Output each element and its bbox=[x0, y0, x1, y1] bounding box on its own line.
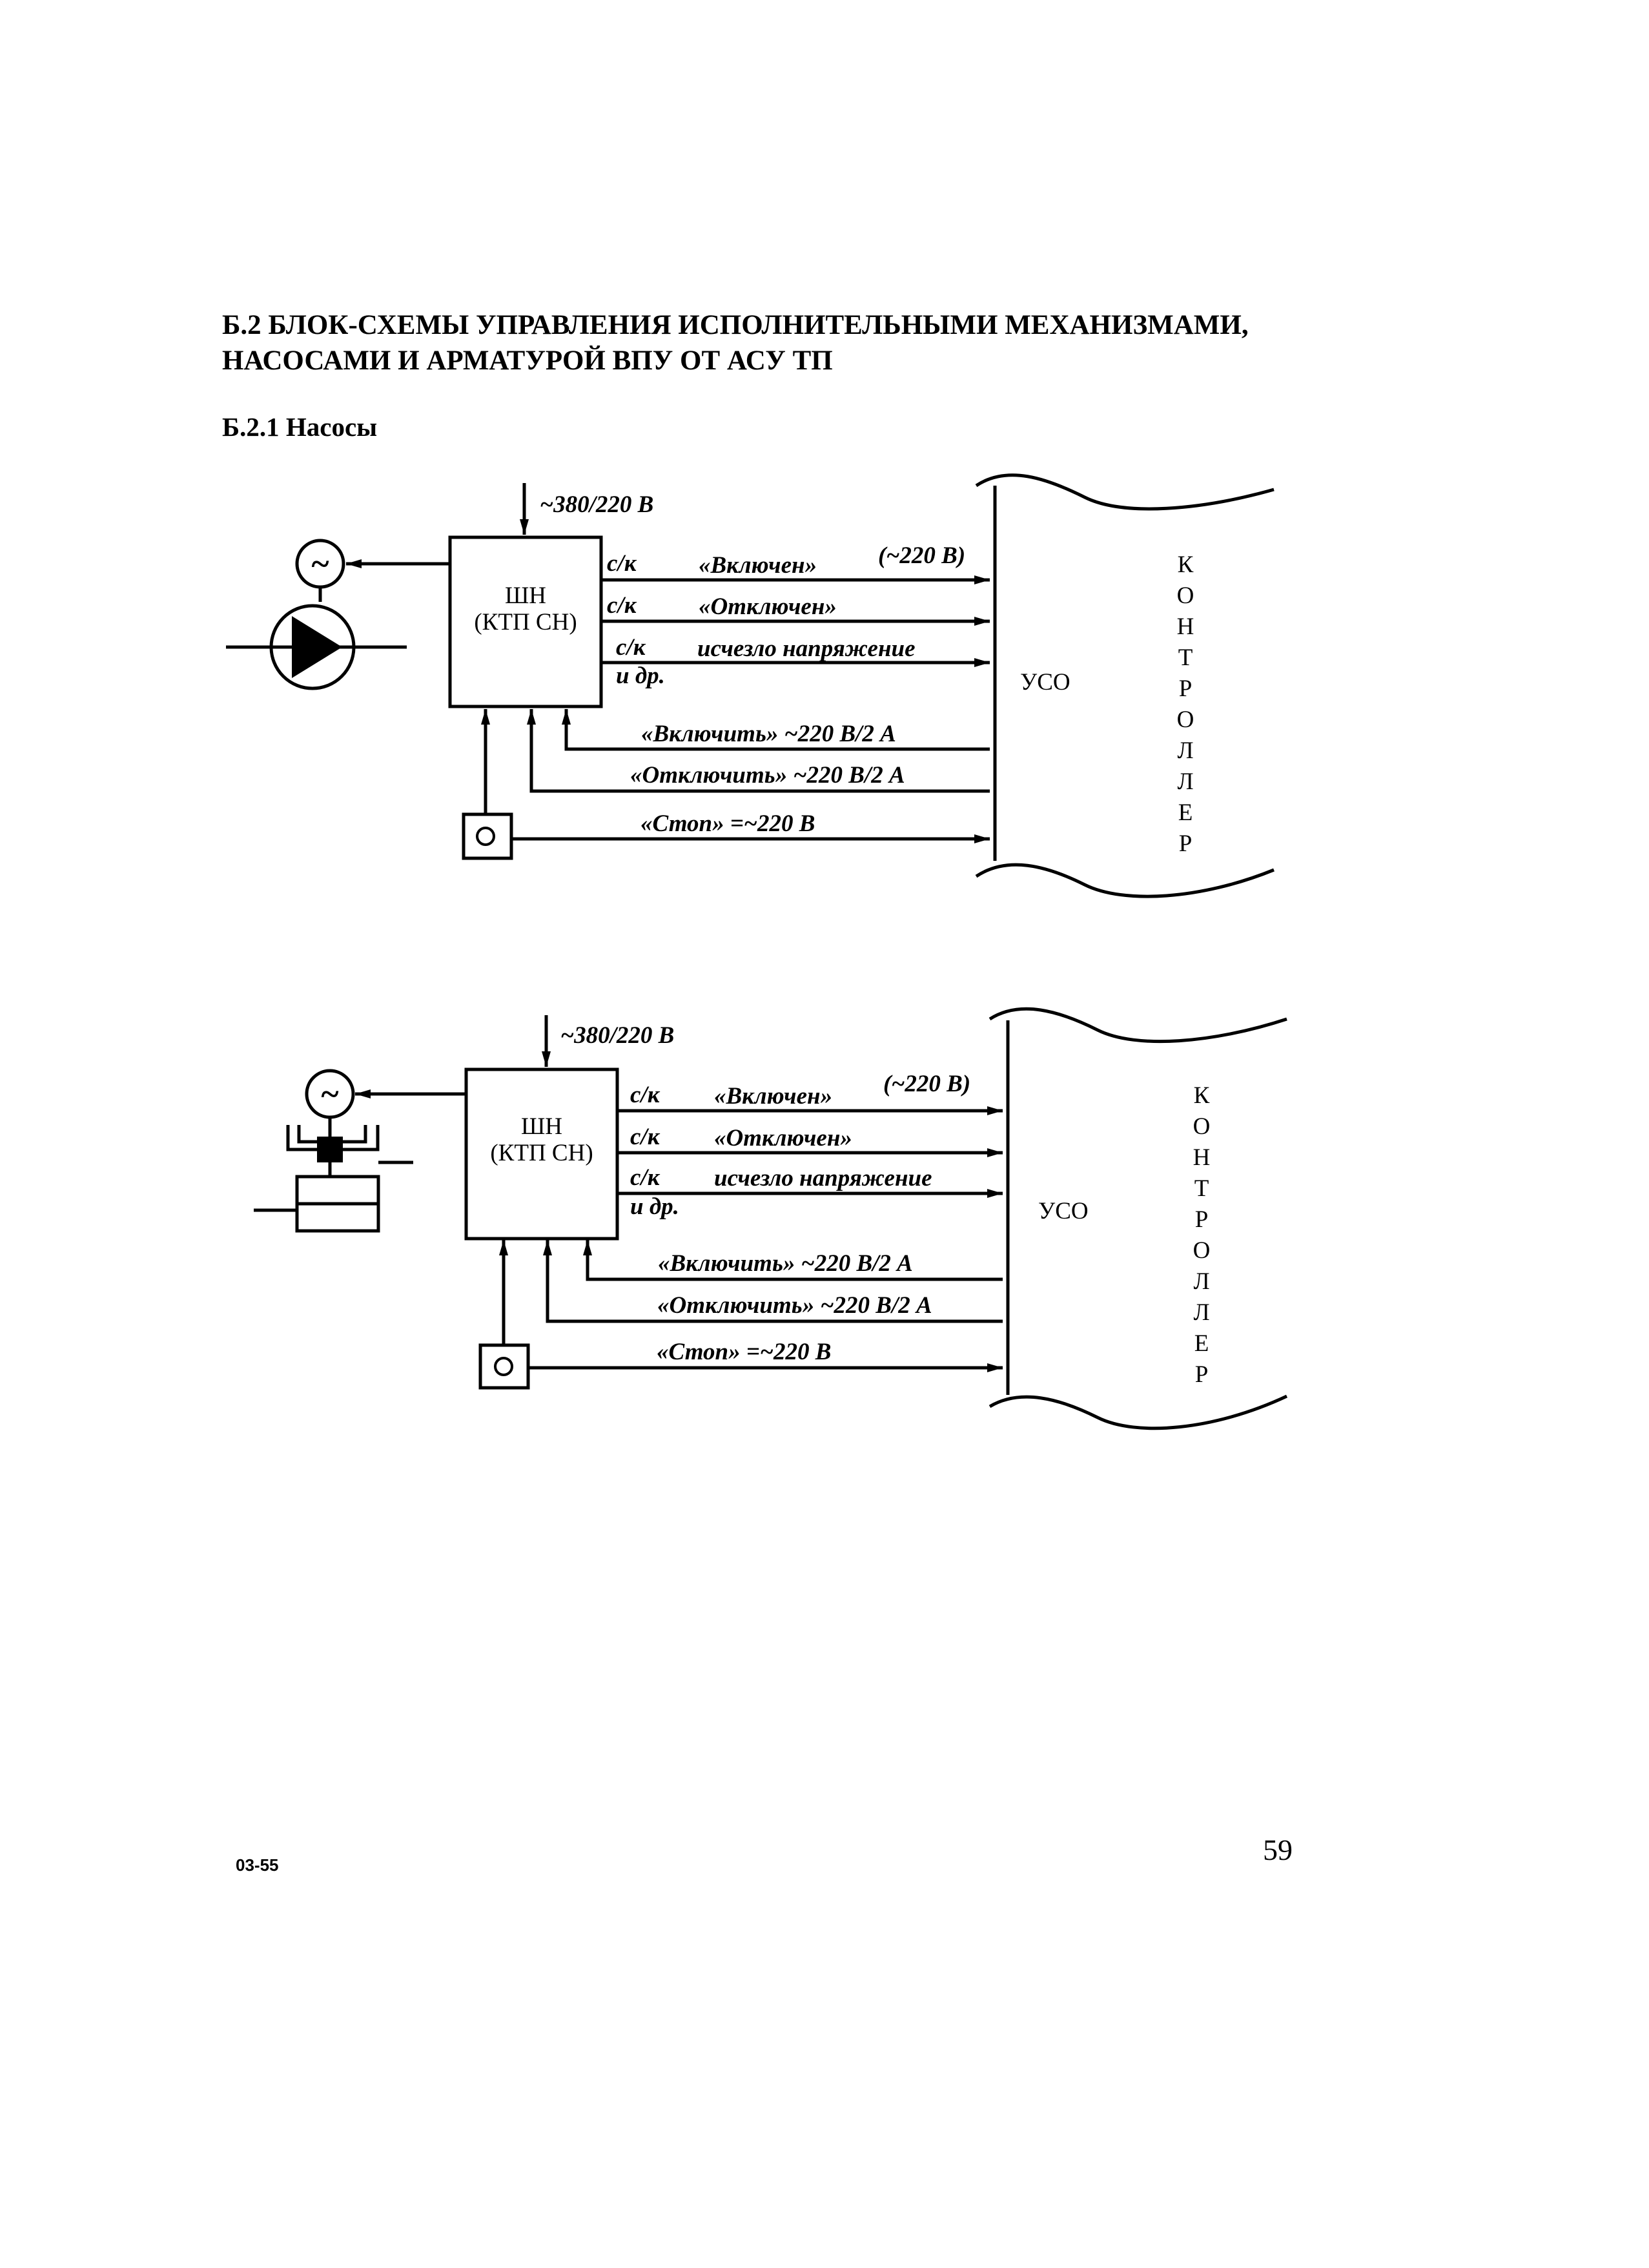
controller-letter: Р bbox=[1195, 1361, 1209, 1388]
command-label-off: «Отключить» ~220 В/2 А bbox=[657, 1292, 932, 1319]
controller-letter: Т bbox=[1178, 644, 1193, 671]
contact-label-voltage: исчезло напряжение bbox=[697, 635, 916, 662]
contact-extra: и др. bbox=[616, 663, 665, 689]
command-line-off bbox=[543, 1240, 1003, 1323]
supply-label: ~380/220 В bbox=[560, 1022, 674, 1049]
command-label-off: «Отключить» ~220 В/2 А bbox=[630, 762, 905, 789]
signal-voltage-label: (~220 В) bbox=[878, 542, 965, 569]
section-heading-line2: НАСОСАМИ И АРМАТУРОЙ ВПУ ОТ АСУ ТП bbox=[222, 345, 833, 376]
cabinet-sublabel: (КТП СН) bbox=[474, 609, 577, 635]
signal-voltage-label: (~220 В) bbox=[883, 1071, 970, 1097]
cabinet-sublabel: (КТП СН) bbox=[490, 1140, 593, 1166]
controller-letter: Н bbox=[1177, 613, 1194, 640]
contact-prefix: с/к bbox=[630, 1082, 661, 1108]
stop-button-symbol bbox=[478, 1343, 530, 1390]
contact-prefix: с/к bbox=[630, 1164, 661, 1191]
controller-letter: Л bbox=[1193, 1268, 1209, 1295]
motor-symbol: ~ bbox=[311, 546, 329, 582]
controller-letter: О bbox=[1193, 1113, 1211, 1140]
subsection-heading: Б.2.1 Насосы bbox=[222, 412, 378, 442]
controller-letter: Е bbox=[1178, 799, 1193, 826]
command-label-on: «Включить» ~220 В/2 А bbox=[658, 1250, 913, 1277]
command-line-on bbox=[583, 1240, 1003, 1281]
contact-label-voltage: исчезло напряжение bbox=[714, 1165, 932, 1191]
controller-letter: К bbox=[1194, 1082, 1210, 1109]
controller-letter: Т bbox=[1194, 1175, 1209, 1202]
stop-button-symbol bbox=[462, 812, 513, 860]
command-label-on: «Включить» ~220 В/2 А bbox=[641, 721, 896, 747]
uso-label: УСО bbox=[1020, 669, 1070, 696]
controller-letter: Р bbox=[1179, 675, 1193, 702]
pump-control-diagram: ~380/220 В ШН (КТП СН) ~ (~220 В) с/к «В… bbox=[226, 473, 1275, 898]
uso-label: УСО bbox=[1038, 1198, 1089, 1224]
cabinet-label: ШН bbox=[505, 582, 546, 609]
controller-letter: О bbox=[1193, 1237, 1211, 1264]
document-code: 03-55 bbox=[236, 1855, 279, 1875]
cabinet-label: ШН bbox=[521, 1113, 562, 1140]
controller-top-edge bbox=[975, 473, 1275, 511]
controller-letter: Е bbox=[1194, 1330, 1209, 1357]
contact-label-off: «Отключен» bbox=[699, 593, 837, 620]
contact-prefix: с/к bbox=[630, 1124, 661, 1150]
controller-letter: О bbox=[1177, 582, 1194, 609]
command-line-off bbox=[527, 709, 990, 793]
controller-bottom-edge bbox=[975, 863, 1275, 898]
stop-label: «Стоп» =~220 В bbox=[640, 810, 815, 837]
motor-symbol: ~ bbox=[321, 1076, 338, 1113]
controller-letter: Р bbox=[1179, 830, 1193, 857]
controller-bottom-edge bbox=[988, 1394, 1288, 1430]
valve-control-diagram: ~380/220 В ШН (КТП СН) ~ (~220 В) с/к «В… bbox=[254, 1007, 1288, 1430]
command-line-on bbox=[562, 709, 990, 751]
controller-letter: Р bbox=[1195, 1206, 1209, 1233]
contact-extra: и др. bbox=[630, 1193, 679, 1220]
controller-letter: Л bbox=[1177, 737, 1193, 764]
controller-letter: К bbox=[1178, 552, 1194, 578]
controller-letter: Л bbox=[1177, 768, 1193, 795]
stop-label: «Стоп» =~220 В bbox=[657, 1339, 831, 1365]
contact-prefix: с/к bbox=[607, 550, 637, 577]
supply-label: ~380/220 В bbox=[540, 491, 653, 518]
contact-label-on: «Включен» bbox=[714, 1083, 832, 1109]
section-heading-line1: Б.2 БЛОК-СХЕМЫ УПРАВЛЕНИЯ ИСПОЛНИТЕЛЬНЫМ… bbox=[222, 310, 1249, 340]
controller-letter: О bbox=[1177, 706, 1194, 733]
contact-prefix: с/к bbox=[607, 592, 637, 619]
controller-top-edge bbox=[988, 1007, 1287, 1044]
contact-label-off: «Отключен» bbox=[714, 1125, 852, 1151]
controller-letter: Н bbox=[1193, 1144, 1211, 1171]
valve-actuator-icon bbox=[254, 1117, 413, 1233]
page-number: 59 bbox=[1263, 1833, 1293, 1866]
contact-label-on: «Включен» bbox=[699, 552, 817, 579]
contact-prefix: с/к bbox=[616, 634, 646, 661]
controller-letter: Л bbox=[1193, 1299, 1209, 1326]
